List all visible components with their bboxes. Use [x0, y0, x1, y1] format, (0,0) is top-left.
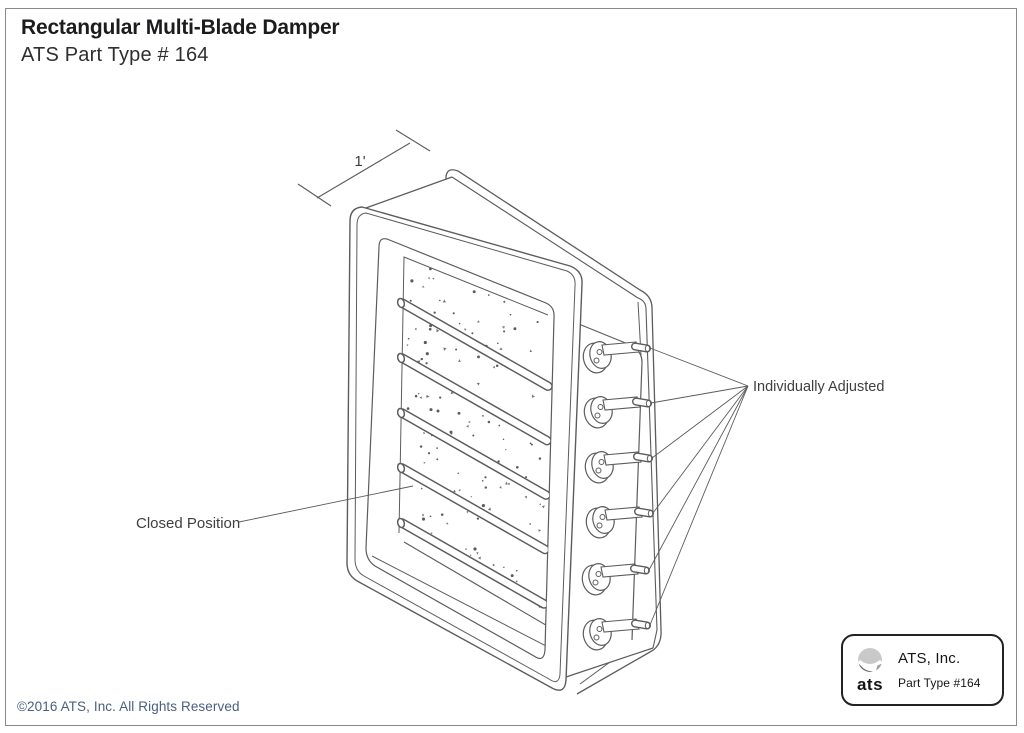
closed-position-label: Closed Position — [136, 515, 240, 532]
dimension-label: 1' — [354, 153, 365, 170]
blade-front-edges — [396, 297, 553, 609]
ats-logo: ats — [851, 647, 889, 694]
adjuster-handle — [581, 563, 650, 596]
dimension-annotation: 1' — [297, 129, 431, 207]
ats-globe-icon — [858, 647, 882, 674]
individually-adjusted-label: Individually Adjusted — [753, 379, 884, 395]
closed-position-leader — [238, 485, 414, 523]
adjuster-handle — [582, 618, 651, 651]
individually-adjusted-leader — [648, 385, 749, 571]
adjuster-handle — [582, 341, 651, 374]
copyright-notice: ©2016 ATS, Inc. All Rights Reserved — [17, 699, 240, 714]
page-subtitle: ATS Part Type # 164 — [21, 44, 209, 66]
individually-adjusted-leader — [649, 347, 749, 387]
blade-assembly — [371, 256, 553, 647]
individually-adjusted-leader — [651, 385, 749, 459]
individually-adjusted-leader — [652, 385, 749, 514]
individually-adjusted-leader — [649, 385, 749, 626]
individually-adjusted-leaders — [648, 347, 749, 626]
adjuster-handle — [584, 451, 653, 484]
dimension-tick — [395, 129, 431, 152]
logo-company-name: ATS, Inc. — [898, 650, 961, 667]
ats-logo-box: ats ATS, Inc. Part Type #164 — [841, 634, 1004, 706]
ats-logo-text: ats — [856, 674, 884, 694]
blade-texture-speckles — [406, 267, 545, 608]
annotations: Closed Position Individually Adjusted — [136, 347, 884, 626]
logo-part-type: Part Type #164 — [898, 676, 981, 690]
adjuster-handle — [585, 506, 654, 539]
dimension-line — [316, 142, 411, 199]
dimension-tick — [297, 183, 332, 207]
adjuster-handle — [583, 396, 652, 429]
adjuster-handles — [581, 341, 654, 651]
blade-edges — [371, 256, 552, 647]
individually-adjusted-leader — [650, 385, 749, 404]
page-title: Rectangular Multi-Blade Damper — [21, 16, 340, 39]
title-block: Rectangular Multi-Blade Damper ATS Part … — [21, 16, 340, 67]
